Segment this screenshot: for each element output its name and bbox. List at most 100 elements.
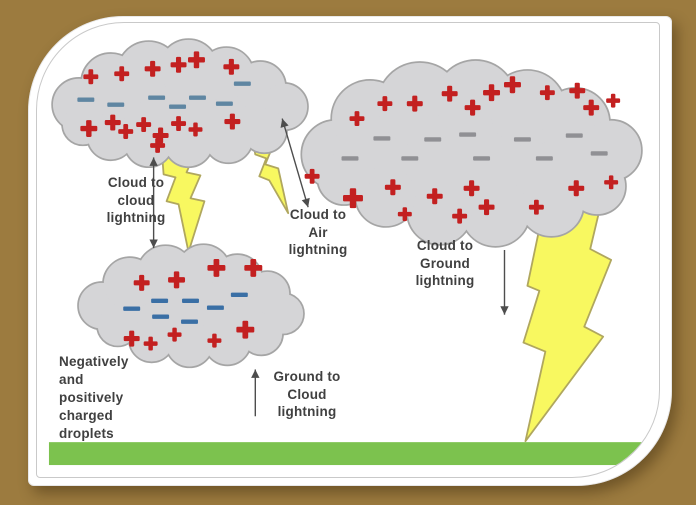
positive-charge-icon <box>114 66 130 82</box>
positive-charge-icon <box>136 117 152 133</box>
negative-charge-icon <box>424 137 442 142</box>
label-line: Negatively <box>59 354 129 369</box>
positive-charge-icon <box>463 180 480 197</box>
positive-charge-icon <box>377 96 393 112</box>
positive-charge-icon <box>426 188 443 205</box>
positive-charge-icon <box>170 56 187 73</box>
positive-charge-icon <box>80 120 98 137</box>
positive-charge-icon <box>604 175 619 190</box>
positive-charge-icon <box>464 99 481 116</box>
positive-charge-icon <box>188 122 203 137</box>
negative-charge-icon <box>189 95 206 100</box>
negative-charge-icon <box>473 156 491 161</box>
negative-charge-icon <box>215 101 233 106</box>
positive-charge-icon <box>167 327 182 342</box>
positive-charge-icon <box>171 116 187 132</box>
positive-charge-icon <box>150 137 166 153</box>
storm-cloud-right <box>300 59 643 248</box>
negative-charge-icon <box>107 102 125 107</box>
positive-charge-icon <box>406 95 423 112</box>
positive-charge-icon <box>188 51 205 69</box>
positive-charge-icon <box>207 258 226 277</box>
negative-charge-icon <box>181 319 198 324</box>
cloud-to-ground-arrow <box>500 250 509 315</box>
cloud-to-ground-bolt <box>522 206 613 443</box>
positive-charge-icon <box>583 99 600 116</box>
negative-charge-icon <box>123 306 141 311</box>
storm-cloud-bottom-left <box>77 243 305 369</box>
positive-charge-icon <box>397 207 412 222</box>
negative-charge-icon <box>590 151 608 156</box>
positive-charge-icon <box>83 69 99 85</box>
arrowhead-icon <box>149 239 158 249</box>
rounded-frame: Cloud to cloud lightning Cloud to Air li… <box>28 16 672 486</box>
positive-charge-icon <box>528 199 544 215</box>
negative-charge-icon <box>565 133 583 138</box>
negative-charge-icon <box>341 156 359 161</box>
positive-charge-icon <box>539 85 555 101</box>
storm-cloud-top-left <box>51 38 309 169</box>
positive-charge-icon <box>244 258 263 277</box>
positive-charge-icon <box>349 111 365 127</box>
ground-bar <box>48 442 644 466</box>
arrowhead-icon <box>301 197 310 208</box>
negative-charge-icon <box>233 81 251 86</box>
negative-charge-icon <box>535 156 553 161</box>
negative-charge-icon <box>152 314 170 319</box>
arrowhead-icon <box>251 369 260 378</box>
cloud-to-air-arrow <box>280 118 310 208</box>
negative-charge-icon <box>206 305 224 310</box>
arrowhead-icon <box>500 306 509 315</box>
positive-charge-icon <box>483 84 501 102</box>
label-line: Cloud <box>287 386 327 402</box>
positive-charge-icon <box>441 85 458 102</box>
cloud-to-cloud-bolt <box>160 146 206 253</box>
positive-charge-icon <box>144 60 161 77</box>
positive-charge-icon <box>223 58 240 75</box>
label-line: lightning <box>415 273 475 288</box>
negative-charge-icon <box>513 137 531 142</box>
negative-charge-icon <box>148 95 166 100</box>
positive-charge-icon <box>143 336 158 351</box>
label-line: cloud <box>117 192 155 208</box>
label-line: and <box>59 372 84 387</box>
negative-charge-icon <box>401 156 419 161</box>
positive-charge-icon <box>503 76 521 94</box>
positive-charge-icon <box>569 82 586 99</box>
positive-charge-icon <box>478 199 495 216</box>
label-line: positively <box>59 390 124 405</box>
label-charged-droplets: Negatively and positively charged drople… <box>59 353 189 443</box>
ground-to-cloud-arrow <box>251 369 260 417</box>
label-line: Ground to <box>273 369 341 384</box>
positive-charge-icon <box>343 188 363 209</box>
label-cloud-to-ground-lightning: Cloud to Ground lightning <box>393 237 497 290</box>
arrowhead-icon <box>149 157 158 166</box>
positive-charge-icon <box>168 271 186 289</box>
label-line: Ground <box>420 255 470 271</box>
positive-charge-icon <box>104 114 121 131</box>
label-line: Cloud to <box>416 238 474 253</box>
label-line: Air <box>308 224 328 240</box>
label-line: Cloud to <box>289 207 347 222</box>
positive-charge-icon <box>606 93 621 108</box>
positive-charge-icon <box>236 320 255 339</box>
positive-charge-icon <box>384 179 401 196</box>
lightning-diagram <box>48 38 644 466</box>
label-cloud-to-air-lightning: Cloud to Air lightning <box>278 206 358 259</box>
negative-charge-icon <box>230 292 248 297</box>
label-cloud-to-cloud-lightning: Cloud to cloud lightning <box>76 174 196 227</box>
cloud-to-cloud-arrow <box>149 157 158 249</box>
positive-charge-icon <box>123 330 140 347</box>
negative-charge-icon <box>373 136 391 141</box>
label-line: Cloud to <box>107 175 165 190</box>
label-line: droplets <box>59 426 114 441</box>
negative-charge-icon <box>77 97 95 102</box>
positive-charge-icon <box>207 333 222 348</box>
negative-charge-icon <box>182 298 199 303</box>
positive-charge-icon <box>133 274 150 291</box>
positive-charge-icon <box>452 208 468 224</box>
label-line: charged <box>59 408 113 423</box>
label-line: lightning <box>277 404 337 419</box>
label-line: lightning <box>288 242 348 257</box>
